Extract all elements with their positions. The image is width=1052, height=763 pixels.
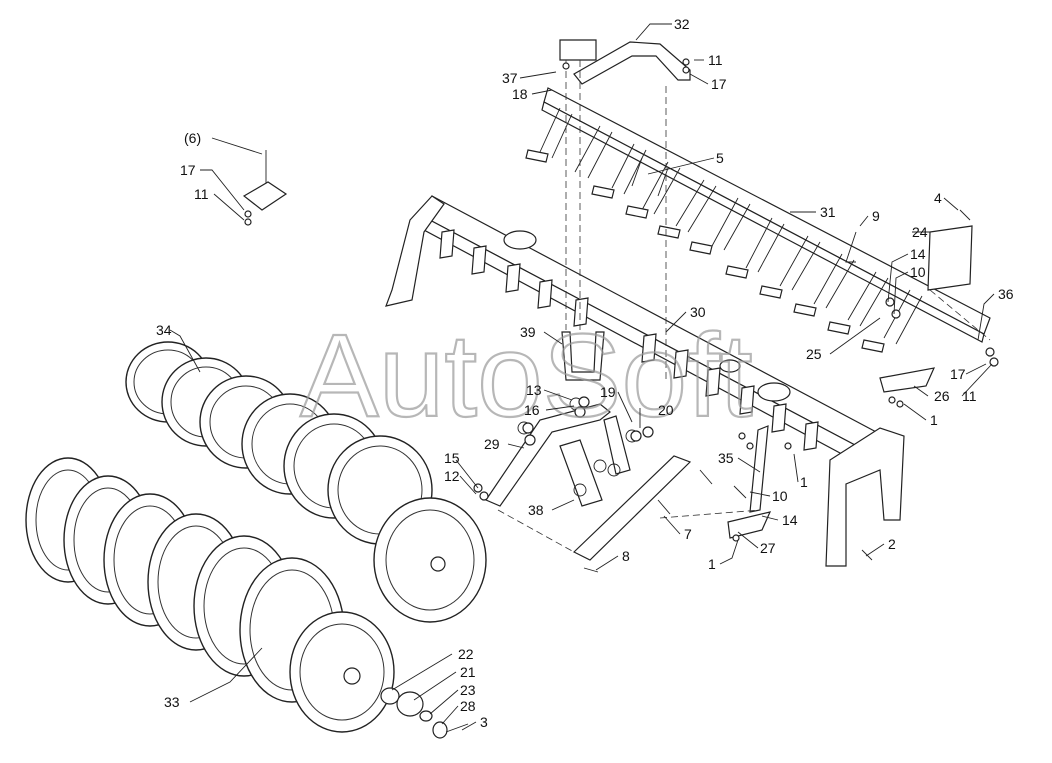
callout-22: 22 [458, 646, 474, 662]
callout-9: 9 [872, 208, 880, 224]
callout-11: 11 [194, 186, 209, 202]
callout-12: 12 [444, 468, 460, 484]
callout-13: 13 [526, 382, 542, 398]
callout-10: 10 [910, 264, 926, 280]
callout-17: 17 [950, 366, 966, 382]
roller-33 [25, 457, 395, 733]
callout-26: 26 [934, 388, 950, 404]
callout-15: 15 [444, 450, 460, 466]
callout-18: 18 [512, 86, 528, 102]
callout-10: 10 [772, 488, 788, 504]
harrow-bar-31 [525, 87, 991, 353]
watermark: AutoSoft [300, 310, 753, 442]
scrapers [727, 225, 973, 539]
callout-11: 11 [962, 388, 977, 404]
callout-24: 24 [912, 224, 928, 240]
callout-4: 4 [934, 190, 942, 206]
callout-34: 34 [156, 322, 172, 338]
callout-35: 35 [718, 450, 734, 466]
callout-3: 3 [480, 714, 488, 730]
bracket-39 [561, 331, 605, 381]
callout-11: 11 [708, 52, 723, 68]
callout-25: 25 [806, 346, 822, 362]
link-arms [485, 397, 769, 561]
callout-23: 23 [460, 682, 476, 698]
mount-plate-6 [242, 150, 288, 226]
callout-2: 2 [888, 536, 896, 552]
callout-1: 1 [708, 556, 716, 572]
callout-30: 30 [690, 304, 706, 320]
callouts: 32 11 37 17 18 (6) 17 11 5 4 31 9 24 14 … [156, 16, 1014, 730]
callout-17: 17 [711, 76, 727, 92]
main-frame-30 [385, 195, 905, 567]
callout-29: 29 [484, 436, 500, 452]
hardware [473, 58, 999, 573]
callout-28: 28 [460, 698, 476, 714]
bearing-parts [380, 687, 469, 739]
callout-7: 7 [684, 526, 692, 542]
roller-34 [125, 341, 487, 623]
callout-20: 20 [658, 402, 674, 418]
callout-36: 36 [998, 286, 1014, 302]
callout-32: 32 [674, 16, 690, 32]
callout-33: 33 [164, 694, 180, 710]
top-link-32 [559, 39, 691, 380]
callout-19: 19 [600, 384, 616, 400]
callout-8: 8 [622, 548, 630, 564]
callout-1: 1 [800, 474, 808, 490]
callout-14: 14 [782, 512, 798, 528]
callout-21: 21 [460, 664, 476, 680]
callout-5: 5 [716, 150, 724, 166]
callout-1: 1 [930, 412, 938, 428]
leader-lines [169, 23, 995, 731]
callout-37: 37 [502, 70, 518, 86]
callout-14: 14 [910, 246, 926, 262]
callout-17: 17 [180, 162, 196, 178]
callout-31: 31 [820, 204, 836, 220]
callout-16: 16 [524, 402, 540, 418]
callout-6: (6) [184, 130, 201, 146]
callout-27: 27 [760, 540, 776, 556]
callout-39: 39 [520, 324, 536, 340]
callout-38: 38 [528, 502, 544, 518]
